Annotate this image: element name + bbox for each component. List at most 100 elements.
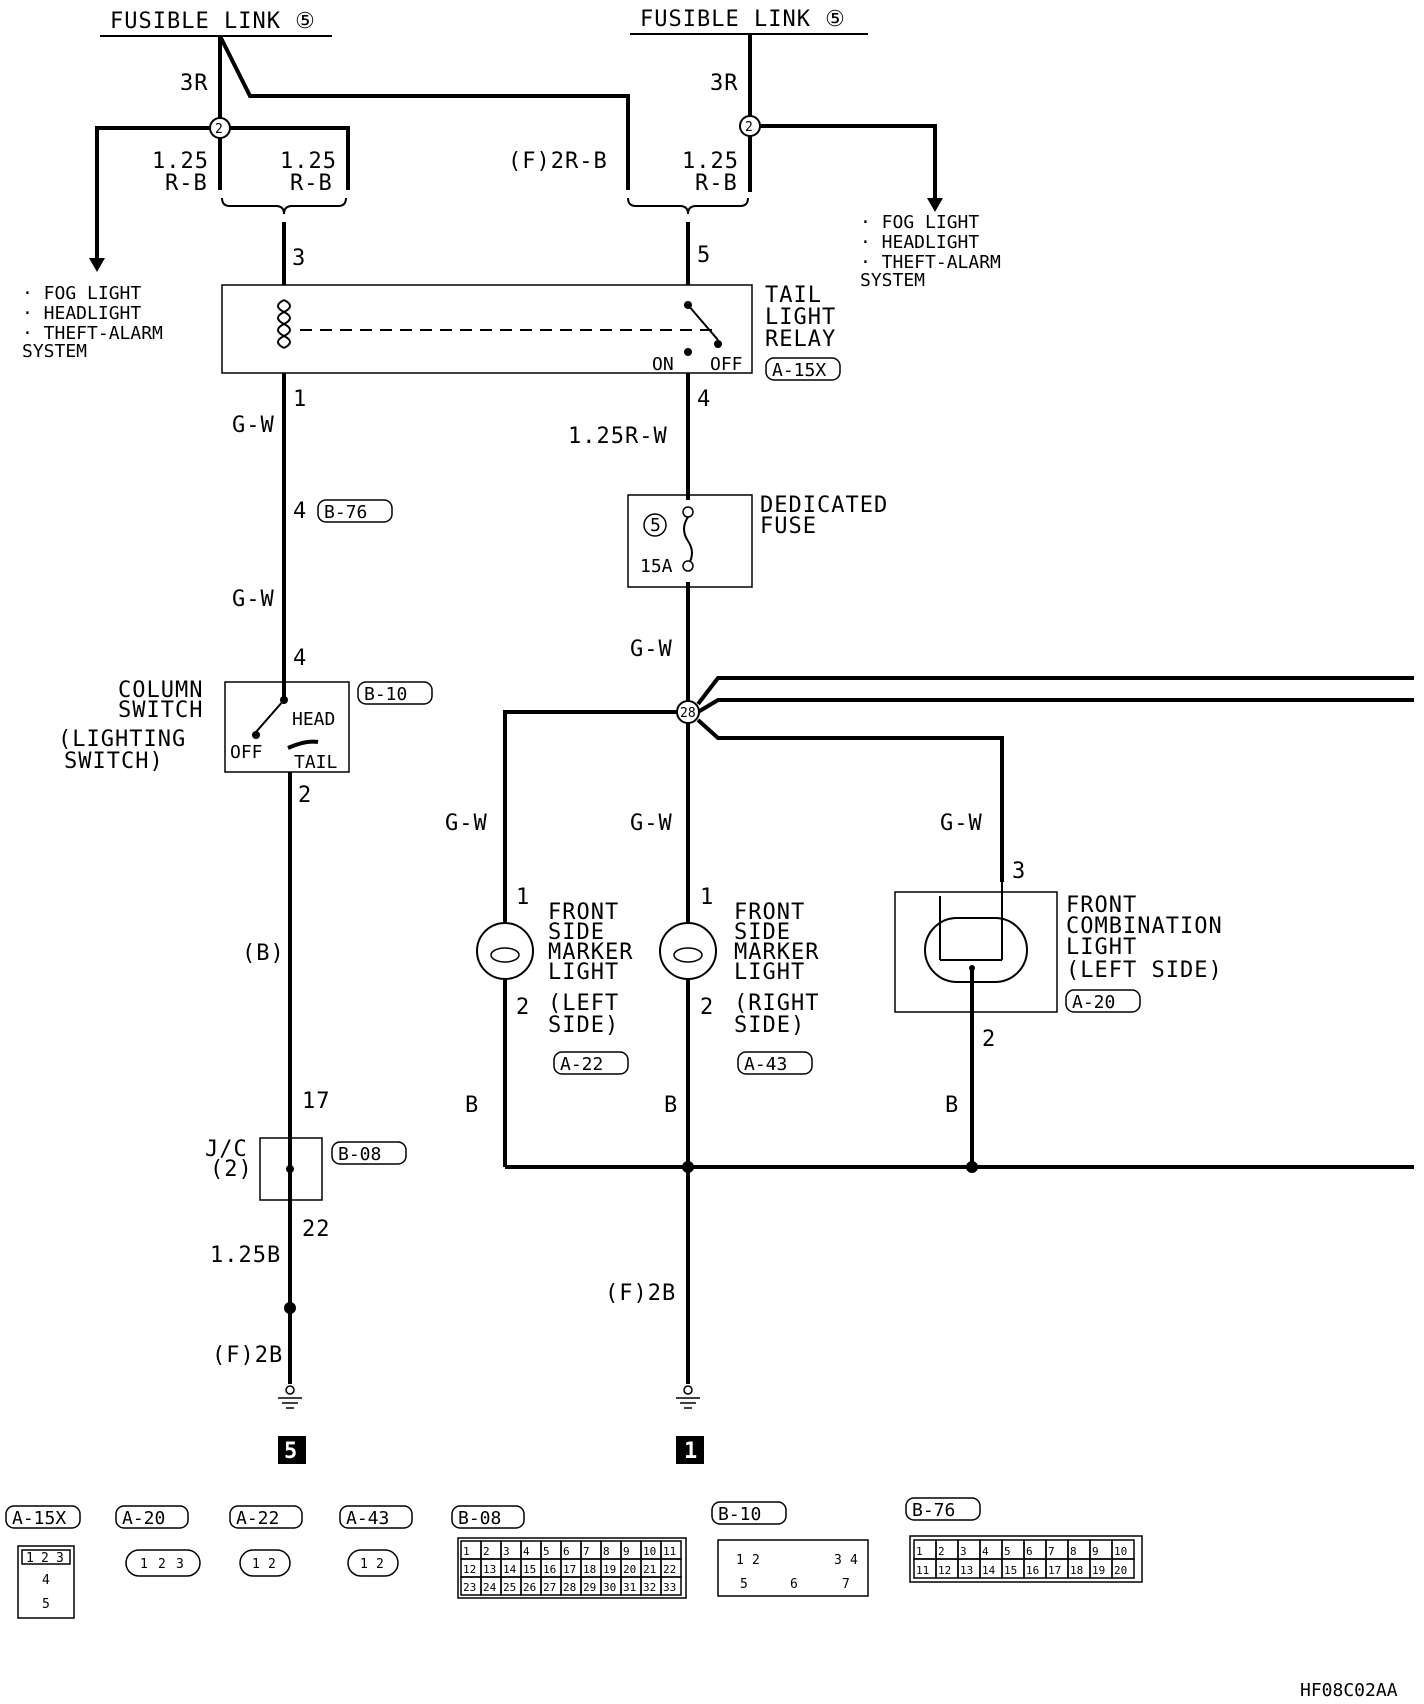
wire-to-fog-right bbox=[760, 124, 937, 200]
legend-b08-pin: 8 bbox=[603, 1545, 610, 1558]
switch-pin4-label: 4 bbox=[293, 646, 307, 671]
legend-a22-pin1: 1 bbox=[252, 1557, 260, 1572]
arrow-to-fog-right bbox=[927, 198, 943, 212]
relay-pin4-label: 4 bbox=[697, 387, 711, 412]
light1-name-1: FRONT bbox=[548, 900, 619, 925]
b76-conn-label: B-76 bbox=[324, 502, 367, 523]
fuse-terminal-bottom bbox=[682, 560, 694, 572]
legend-b76-pin: 15 bbox=[1004, 1564, 1017, 1577]
jc-name-2: (2) bbox=[210, 1157, 253, 1182]
fusible-link-left-label: FUSIBLE LINK ⑤ bbox=[110, 9, 316, 34]
relay-contact-on bbox=[684, 348, 692, 356]
fusible-link-right-label: FUSIBLE LINK ⑤ bbox=[640, 7, 846, 32]
relay-conn-label: A-15X bbox=[772, 360, 826, 381]
ground-badge-left-label: 5 bbox=[284, 1439, 297, 1464]
legend-b08-pin: 30 bbox=[603, 1581, 616, 1594]
legend-b76-pin: 4 bbox=[982, 1545, 989, 1558]
switch-off-contact bbox=[252, 731, 260, 739]
legend-b08-pin: 17 bbox=[563, 1563, 576, 1576]
light2-side-2: SIDE) bbox=[734, 1013, 805, 1038]
light1-ground-wire: B bbox=[465, 1093, 479, 1118]
legend-b08-tag bbox=[451, 1505, 525, 1529]
ground-badge-right bbox=[676, 1436, 704, 1464]
legend-b08-connector bbox=[457, 1537, 687, 1599]
right-wire1-label: 1.25R-W bbox=[568, 424, 668, 449]
brace-right bbox=[627, 197, 749, 215]
legend-b10-label: B-10 bbox=[718, 1504, 761, 1525]
left-wire4-label: 1.25B bbox=[210, 1243, 281, 1268]
switch-name-4: SWITCH) bbox=[64, 749, 164, 774]
splice-28 bbox=[676, 700, 700, 724]
fog-list-left-2: · HEADLIGHT bbox=[22, 303, 141, 324]
legend-a15x-pin3: 3 bbox=[56, 1551, 64, 1566]
switch-off-label: OFF bbox=[230, 742, 263, 763]
legend-a15x-row1 bbox=[21, 1549, 71, 1565]
legend-a22-connector bbox=[239, 1549, 291, 1577]
b08-conn-box bbox=[331, 1141, 407, 1165]
legend-a20-pin1: 1 bbox=[140, 1557, 148, 1572]
light1-name-4: LIGHT bbox=[548, 960, 619, 985]
legend-b08-pin: 13 bbox=[483, 1563, 496, 1576]
switch-tail-label: TAIL bbox=[294, 752, 338, 773]
relay-conn-box bbox=[765, 357, 841, 381]
light2-pin-out: 2 bbox=[700, 995, 714, 1020]
connector-legend: A-15X 1 2 3 4 5 A-20 1 2 3 A-22 1 2 A-43… bbox=[5, 1497, 1143, 1619]
legend-a43-pin1: 1 bbox=[360, 1557, 368, 1572]
wire-link-to-right bbox=[218, 35, 630, 190]
legend-a43-pin2: 2 bbox=[376, 1557, 384, 1572]
wire-right-branch-1 bbox=[696, 676, 1414, 706]
tail-light-relay-box bbox=[221, 284, 753, 374]
bulb-icon-right-marker bbox=[659, 922, 717, 980]
switch-name-1: COLUMN bbox=[118, 678, 203, 703]
legend-b76-pin: 8 bbox=[1070, 1545, 1077, 1558]
legend-a15x-pin5: 5 bbox=[42, 1597, 50, 1612]
legend-b76-pin: 11 bbox=[916, 1564, 929, 1577]
legend-b08-pin: 31 bbox=[623, 1581, 636, 1594]
light1-name-3: MARKER bbox=[548, 940, 633, 965]
switch-name-2: SWITCH bbox=[118, 698, 203, 723]
ground-bus-node-1 bbox=[682, 1161, 694, 1173]
right-wire2-label: G-W bbox=[630, 637, 673, 662]
legend-b08-pin: 12 bbox=[463, 1563, 476, 1576]
fog-list-right-2: · HEADLIGHT bbox=[860, 232, 979, 253]
light3-pin-in: 3 bbox=[1012, 859, 1026, 884]
legend-a20-pin3: 3 bbox=[176, 1557, 184, 1572]
legend-b76-label: B-76 bbox=[912, 1500, 955, 1521]
column-switch-box bbox=[224, 681, 350, 773]
legend-b08-pin: 19 bbox=[603, 1563, 616, 1576]
wire-right-color: R-B bbox=[695, 171, 738, 196]
legend-b76-pin: 10 bbox=[1114, 1545, 1127, 1558]
wire-right-branch-2 bbox=[696, 698, 1414, 714]
fuse-name-2: FUSE bbox=[760, 514, 817, 539]
legend-a43-tag bbox=[339, 1505, 413, 1529]
ground-icon-left bbox=[278, 1385, 302, 1409]
light1-name-2: SIDE bbox=[548, 920, 605, 945]
brace-left bbox=[221, 197, 347, 215]
legend-b76-pin: 5 bbox=[1004, 1545, 1011, 1558]
light2-name-4: LIGHT bbox=[734, 960, 805, 985]
fog-list-left-3: · THEFT-ALARM bbox=[22, 323, 163, 344]
legend-b10-pin3: 3 bbox=[834, 1553, 842, 1568]
light1-side-1: (LEFT bbox=[548, 991, 619, 1016]
jc-box bbox=[259, 1137, 323, 1201]
legend-b76-connector bbox=[909, 1535, 1143, 1583]
b76-conn-box bbox=[317, 499, 393, 523]
wire-to-fog-left bbox=[95, 126, 210, 260]
legend-a43-label: A-43 bbox=[346, 1508, 389, 1529]
light1-pin-out: 2 bbox=[516, 995, 530, 1020]
fog-list-right-1: · FOG LIGHT bbox=[860, 212, 979, 233]
legend-b76-pin: 20 bbox=[1114, 1564, 1127, 1577]
bulb-filament-left bbox=[490, 947, 520, 963]
legend-b10-pin2: 2 bbox=[752, 1553, 760, 1568]
right-ground-wire-label: (F)2B bbox=[605, 1281, 676, 1306]
legend-b08-pin: 3 bbox=[503, 1545, 510, 1558]
light1-pin-in: 1 bbox=[516, 885, 530, 910]
relay-on-label: ON bbox=[652, 354, 674, 375]
a22-conn-box bbox=[553, 1051, 629, 1075]
legend-b08-pin: 14 bbox=[503, 1563, 517, 1576]
left-wire2-label: G-W bbox=[232, 587, 275, 612]
relay-name-3: RELAY bbox=[765, 327, 836, 352]
relay-coil-icon bbox=[277, 299, 291, 349]
jc-pin22-label: 22 bbox=[302, 1217, 331, 1242]
